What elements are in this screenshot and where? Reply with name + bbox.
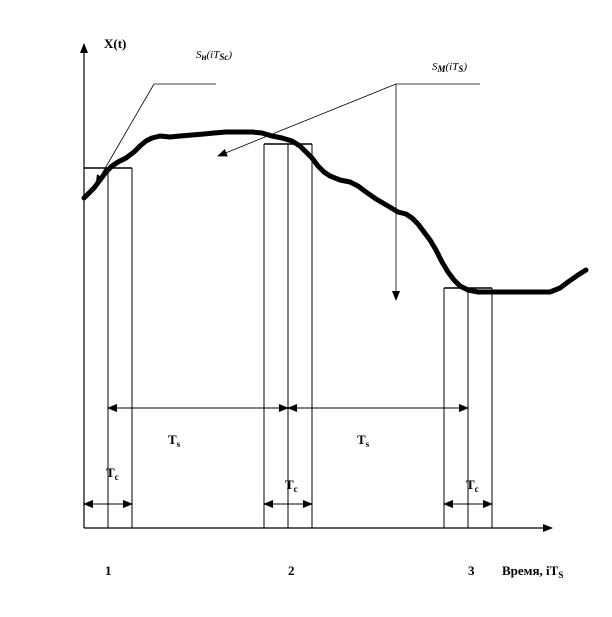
period-label-2: Ts [357,432,370,449]
period-label-1: Ts [168,432,181,449]
tick-label-2: 2 [288,563,295,578]
tick-label-1: 1 [105,563,112,578]
annotation-sample-pointer [95,83,155,185]
sample-boundary-lines [107,144,493,528]
annotation-held-pointer-left [217,83,397,157]
y-axis-label: X(t) [104,36,126,51]
signal-curve [81,129,589,295]
hold-label-3: Tc [466,477,479,494]
tick-label-3: 3 [468,563,475,578]
annotation-held-label: SM(iTS) [432,61,467,74]
x-axis-label: Время, iTS [502,563,563,580]
annotation-sample-label: Sн(iTSc) [196,49,232,62]
hold-label-2: Tc [285,477,298,494]
hold-label-1: Tc [106,465,119,482]
